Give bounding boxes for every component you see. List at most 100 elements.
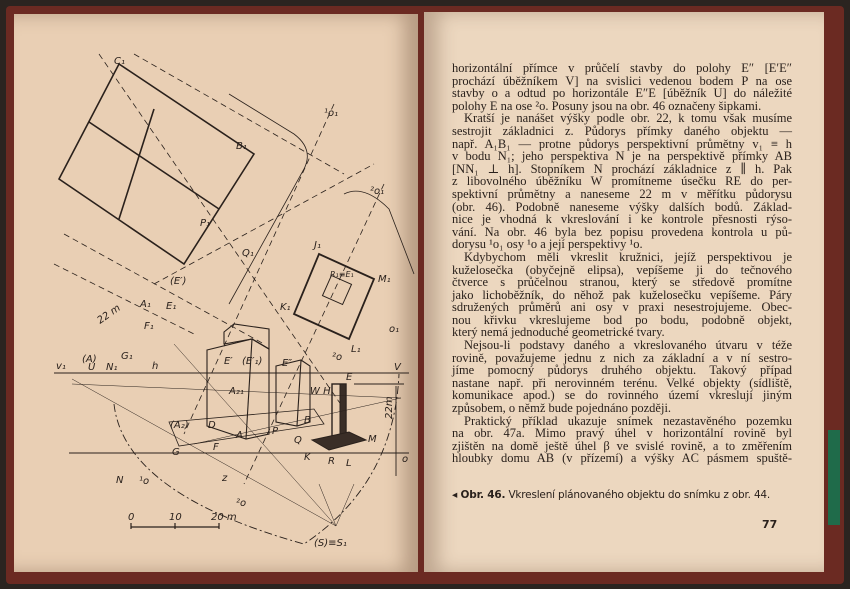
label: R₁≡E₁ <box>330 270 354 279</box>
text-line: prochází úběžníkem V] na svislici vedeno… <box>452 73 792 88</box>
label: M <box>368 434 377 445</box>
projection-rays <box>71 343 402 527</box>
label: ²o₁ <box>370 186 384 197</box>
text-line: který nemá jednoduché geometrické tvary. <box>452 325 665 340</box>
label: L₁ <box>351 344 361 355</box>
label: 22 m <box>95 303 123 327</box>
label: E″ <box>282 358 292 369</box>
label: P₁ <box>200 218 210 229</box>
text-line: čtverce s průčelnou stranou, který se st… <box>452 275 792 290</box>
label: F <box>213 442 219 453</box>
label: ¹o <box>139 476 149 487</box>
label: C₁ <box>114 56 125 67</box>
label: (E′₁) <box>242 356 262 367</box>
label: z <box>221 473 228 484</box>
text-line: způsobem, o němž bude pojednáno později. <box>452 401 672 416</box>
label: P <box>272 426 279 437</box>
text-line: dorysu ¹o₁ osy ¹o a její perspektivy ¹o. <box>452 237 643 252</box>
label: v₁ <box>56 361 66 372</box>
text-line: Kdybychom měli vkreslit kružnici, jejíž … <box>464 249 792 264</box>
text-line: např. A₁B₁ — protne půdorys perspektivní… <box>452 136 792 151</box>
text-line: na obr. 47a. Mimo pravý úhel v horizontá… <box>452 426 792 441</box>
text-line: z libovolného úběžníku W promítneme úseč… <box>452 174 792 189</box>
bookmark-ribbon <box>828 430 840 525</box>
figure-caption: ◂ Obr. 46. Vkreslení plánovaného objektu… <box>452 489 770 501</box>
label: B₁ <box>236 141 247 152</box>
scale-label: 10 <box>169 512 182 523</box>
label: E₁ <box>166 301 176 312</box>
text-line: hloubky domu AB (v přízemí) a výšky AC p… <box>452 451 792 466</box>
label: G₁ <box>121 351 133 362</box>
label: J₁ <box>312 240 321 251</box>
label: o <box>402 454 408 465</box>
label: B <box>304 415 311 426</box>
text-line: sestrojit základnici z. Půdorys přímky d… <box>452 123 792 138</box>
label: W H <box>310 386 331 397</box>
label: A₁ <box>139 299 151 310</box>
text-line: rovině, považujeme jednu z nich za zákla… <box>452 350 792 365</box>
text-line: sdružených průměrů ani osy v praxi neses… <box>452 300 792 315</box>
text-line: Praktický příklad ukazuje snímek nezasta… <box>464 413 792 428</box>
body-text: horizontální přímce v průčelí stavby do … <box>452 62 792 465</box>
buildings <box>168 323 325 447</box>
label: ¹o₁ <box>324 108 338 119</box>
label: K <box>304 452 312 463</box>
label: M₁ <box>378 274 391 285</box>
label: R <box>328 456 335 467</box>
label: U <box>88 362 96 373</box>
label: E <box>346 372 353 383</box>
figure-46-perspective-drawing: C₁ B₁ P₁ Q₁ ¹o₁ ²o₁ J₁ M₁ R₁≡E₁ K₁ L₁ o₁… <box>53 53 415 549</box>
label: ²o <box>332 352 342 363</box>
text-line: v bodu N₁; jeho perspektiva N je na pers… <box>452 149 792 164</box>
label: h <box>152 361 158 372</box>
text-line: jako lichoběžník, do něhož pak kuželoseč… <box>452 287 792 302</box>
left-page: C₁ B₁ P₁ Q₁ ¹o₁ ²o₁ J₁ M₁ R₁≡E₁ K₁ L₁ o₁… <box>14 14 418 572</box>
label: F₁ <box>144 321 154 332</box>
label: Q₁ <box>242 248 254 259</box>
scale-bar <box>130 523 220 529</box>
text-line: (obr. 46). Podobně naneseme výšky dalšíc… <box>452 199 792 214</box>
label: E′ <box>224 356 233 367</box>
text-line: [NN₁ ⊥ h]. Stopníkem N prochází základni… <box>452 161 792 176</box>
page-number: 77 <box>762 518 778 531</box>
distance-circle-arc <box>113 373 400 545</box>
scale-label: 0 <box>128 512 134 523</box>
label: (A₂) <box>170 420 189 431</box>
label: 22m <box>384 396 395 419</box>
right-page: horizontální přímce v průčelí stavby do … <box>424 12 824 572</box>
text-line: nou křivku vkreslujeme bod po bodu, podo… <box>452 312 792 327</box>
label: V <box>394 362 402 373</box>
text-line: Nejsou-li podstavy daného a vkreslovanéh… <box>464 338 792 353</box>
label: N₁ <box>106 362 118 373</box>
construction-lines <box>53 53 385 485</box>
text-line: Kratší je nanášet výšky podle obr. 22, k… <box>464 111 792 126</box>
label: A₂₁ <box>228 386 244 397</box>
label: ²o <box>236 498 246 509</box>
caption-text: Vkreslení plánovaného objektu do snímku … <box>508 489 771 501</box>
text-line: jíme pomocný půdorys druhého objektu. Ta… <box>452 363 792 378</box>
label: (E′) <box>170 276 186 287</box>
caption-label: ◂ Obr. 46. <box>452 489 506 501</box>
plan-outline <box>228 93 308 305</box>
label: K₁ <box>280 302 291 313</box>
label: D <box>208 420 216 431</box>
label: (S)≡S₁ <box>314 538 347 549</box>
text-line: stavby o a odtud po horizontále E″E [úbě… <box>452 86 792 101</box>
text-line: nastane např. při nerovinném terénu. Vel… <box>452 375 792 390</box>
label: Q <box>294 435 302 446</box>
label: (A) <box>82 354 97 365</box>
plan-rectangle <box>57 62 256 266</box>
text-line: horizontální přímce v průčelí stavby do … <box>452 61 792 75</box>
label: G <box>172 447 180 458</box>
plan-outline <box>343 190 415 275</box>
text-line: polohy E na ose ²o. Posuny jsou na obr. … <box>452 98 762 113</box>
text-line: kuželosečka (obyčejně elipsa), vepíšeme … <box>452 262 792 277</box>
text-line: nice je vhodná k vkreslování i ke kontro… <box>452 212 792 227</box>
label: o₁ <box>389 324 399 335</box>
text-line: zjištěn na domě ještě úhel β ve svislé r… <box>452 438 792 453</box>
label: A <box>235 430 243 441</box>
text-line: vání. Na obr. 46 byla bez popisu provede… <box>452 224 792 239</box>
label: N <box>116 475 124 486</box>
scale-label: 20 m <box>211 512 237 523</box>
plan-square <box>292 252 376 341</box>
